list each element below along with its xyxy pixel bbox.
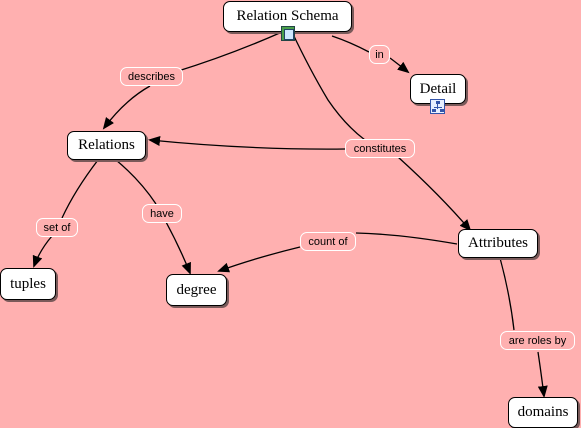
concept-label: degree [176,281,217,298]
link-label-text: constitutes [353,142,407,155]
concept-degree[interactable]: degree [166,274,227,306]
concept-label: tuples [10,275,46,292]
edge-areroles-domains [537,351,548,398]
link-in[interactable]: in [369,45,390,64]
link-describes[interactable]: describes [120,67,183,86]
edge-relations-have [115,159,157,205]
edge-relations-setof [61,159,99,219]
edge-schema-constitutes [291,31,366,141]
concept-domains[interactable]: domains [508,397,578,428]
link-label-text: in [375,48,384,61]
link-count-of[interactable]: count of [300,232,356,251]
link-have[interactable]: have [142,204,182,223]
edge-constitutes-attributes [397,156,472,232]
concept-map-resource-icon[interactable] [430,99,445,114]
link-constitutes[interactable]: constitutes [345,139,415,158]
edge-attributes-areroles [499,257,515,331]
link-label-text: set of [43,221,71,234]
edge-have-degree [165,221,191,275]
concept-label: Relations [78,137,135,153]
link-label-text: have [150,207,174,220]
concept-label: Relation Schema [236,8,339,24]
edge-attributes-countof [355,232,458,245]
concept-relations[interactable]: Relations [67,131,146,160]
concept-label: Detail [419,80,457,97]
concept-label: Attributes [468,235,528,251]
link-label-text: count of [308,235,348,248]
edge-schema-in [331,35,370,53]
film-resource-icon[interactable] [281,26,295,41]
concept-tuples[interactable]: tuples [0,268,56,300]
edge-in-detail [389,57,410,74]
edge-describes-relations [102,85,151,130]
edge-constitutes-relations [148,136,346,150]
concept-label: domains [517,404,569,420]
link-label-text: are roles by [508,334,567,347]
link-are-roles-by[interactable]: are roles by [500,331,575,350]
edge-setof-tuples [32,235,53,268]
link-set-of[interactable]: set of [36,218,78,237]
concept-attributes[interactable]: Attributes [458,229,538,258]
edge-countof-degree [217,246,301,273]
link-label-text: describes [127,70,176,83]
edge-schema-describes [174,31,283,73]
